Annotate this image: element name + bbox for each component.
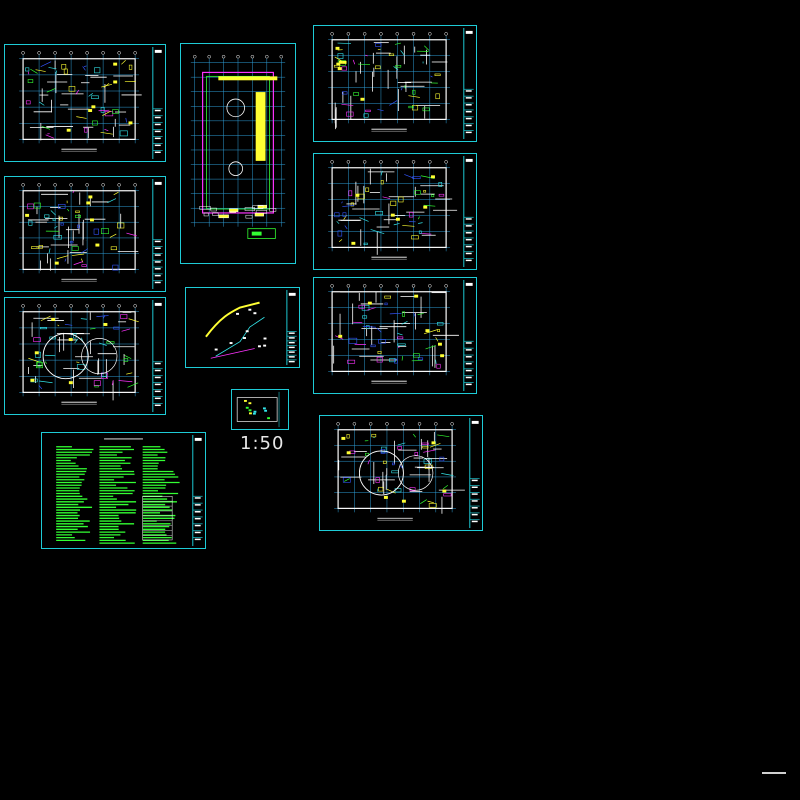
drawing-sheet-plan-4 bbox=[313, 25, 477, 142]
design-notes-drawing bbox=[56, 434, 203, 547]
drawing-sheet-plan-2 bbox=[4, 176, 166, 292]
drawing-sheet-plan-1 bbox=[4, 44, 166, 162]
drawing-sheet-plan-6 bbox=[313, 277, 477, 394]
floor-plan-7-drawing bbox=[334, 417, 480, 529]
drawing-sheet-site-plan bbox=[180, 43, 296, 264]
corner-note-mark bbox=[762, 772, 786, 774]
drawing-sheet-small-detail bbox=[231, 389, 289, 430]
site-plan-drawing bbox=[190, 54, 286, 239]
pipe-diagram-drawing bbox=[205, 289, 297, 366]
drawing-sheet-notes bbox=[41, 432, 206, 549]
detail-drawing bbox=[236, 391, 280, 428]
drawing-sheet-plan-5 bbox=[313, 153, 477, 270]
floor-plan-2-drawing bbox=[19, 178, 163, 290]
drawing-sheet-pipe-diagram bbox=[185, 287, 300, 368]
scale-label: 1:50 bbox=[240, 433, 285, 454]
floor-plan-6-drawing bbox=[328, 279, 474, 392]
drawing-sheet-plan-3 bbox=[4, 297, 166, 415]
floor-plan-5-drawing bbox=[328, 155, 474, 268]
floor-plan-3-drawing bbox=[19, 299, 163, 413]
floor-plan-4-drawing bbox=[328, 27, 474, 140]
floor-plan-1-drawing bbox=[19, 46, 163, 160]
drawing-sheet-plan-7 bbox=[319, 415, 483, 531]
